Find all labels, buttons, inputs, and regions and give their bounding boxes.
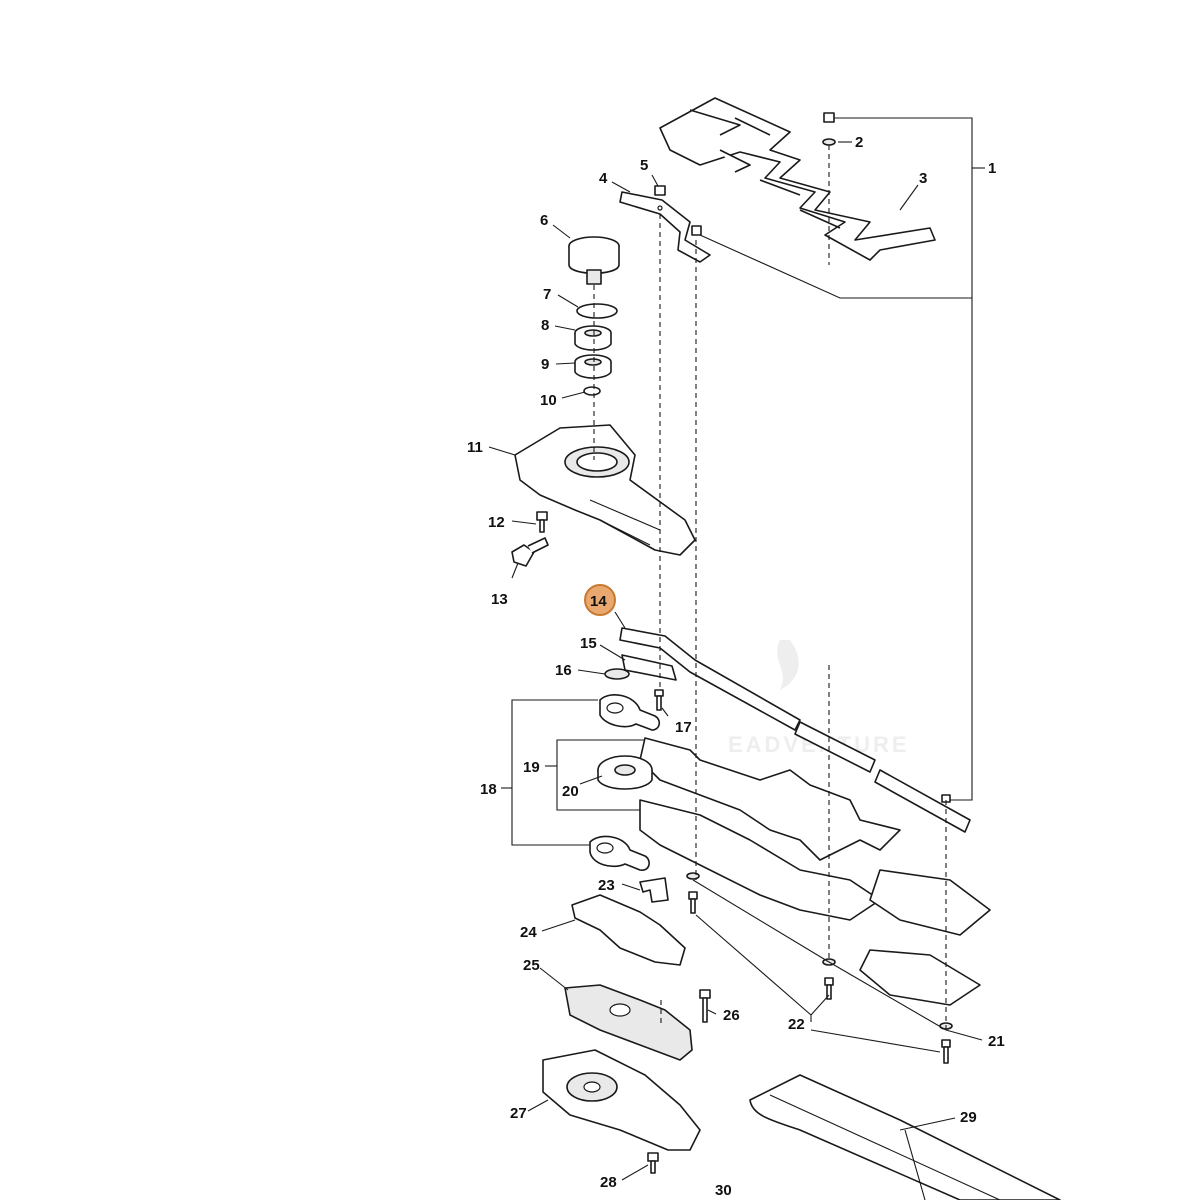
callout-20: 20 — [562, 783, 579, 800]
callout-18: 18 — [480, 781, 497, 798]
callout-26: 26 — [723, 1007, 740, 1024]
blade-set — [639, 737, 991, 1006]
blade-guard-29 — [749, 1074, 1061, 1200]
highlight-circle-14 — [584, 584, 616, 616]
leader-lines — [488, 117, 985, 1181]
drive-cup — [568, 236, 620, 285]
clip-23 — [639, 877, 669, 903]
top-blade — [659, 97, 936, 261]
lever-18-lower — [589, 835, 650, 871]
snap-ring — [576, 303, 618, 319]
screw-28 — [647, 1152, 659, 1174]
gear-housing — [514, 424, 696, 556]
plate-15 — [621, 654, 677, 681]
callout-28: 28 — [600, 1174, 617, 1191]
callout-17: 17 — [675, 719, 692, 736]
callout-24: 24 — [520, 924, 537, 941]
cover-plate-25 — [564, 984, 693, 1061]
gear-20 — [597, 755, 653, 790]
lever-18-upper — [599, 694, 661, 731]
callout-5: 5 — [640, 157, 648, 174]
callout-22: 22 — [788, 1016, 805, 1033]
callout-labels: 1 2 3 4 5 6 7 8 9 10 11 12 13 14 15 16 1… — [467, 134, 1005, 1199]
callout-10: 10 — [540, 392, 557, 409]
callout-13: 13 — [491, 591, 508, 608]
callout-14: 14 — [590, 593, 607, 610]
screw-12 — [536, 511, 548, 533]
callout-6: 6 — [540, 212, 548, 229]
nut-top — [654, 112, 836, 236]
callout-27: 27 — [510, 1105, 527, 1122]
callout-11: 11 — [467, 439, 483, 456]
base-cover-27 — [542, 1049, 701, 1151]
assembly-lines — [593, 145, 947, 1030]
bearing-8 — [574, 325, 612, 351]
callout-30: 30 — [715, 1182, 732, 1199]
callout-8: 8 — [541, 317, 549, 334]
callout-23: 23 — [598, 877, 615, 894]
callout-2: 2 — [855, 134, 863, 151]
callout-4: 4 — [599, 170, 608, 187]
callout-9: 9 — [541, 356, 549, 373]
bearing-9 — [574, 354, 612, 379]
callout-25: 25 — [523, 957, 540, 974]
callout-21: 21 — [988, 1033, 1005, 1050]
callout-15: 15 — [580, 635, 597, 652]
gasket-24 — [571, 894, 686, 966]
callout-1: 1 — [988, 160, 996, 177]
screw-17 — [654, 689, 664, 711]
bolt-13 — [511, 537, 549, 567]
callout-19: 19 — [523, 759, 540, 776]
callout-12: 12 — [488, 514, 505, 531]
washer-16 — [604, 668, 630, 680]
callout-29: 29 — [960, 1109, 977, 1126]
screw-26 — [699, 989, 711, 1023]
connecting-bar — [619, 627, 971, 833]
bracket-4 — [619, 191, 711, 263]
callout-16: 16 — [555, 662, 572, 679]
callout-7: 7 — [543, 286, 551, 303]
washer-10 — [583, 386, 601, 396]
callout-3: 3 — [919, 170, 927, 187]
